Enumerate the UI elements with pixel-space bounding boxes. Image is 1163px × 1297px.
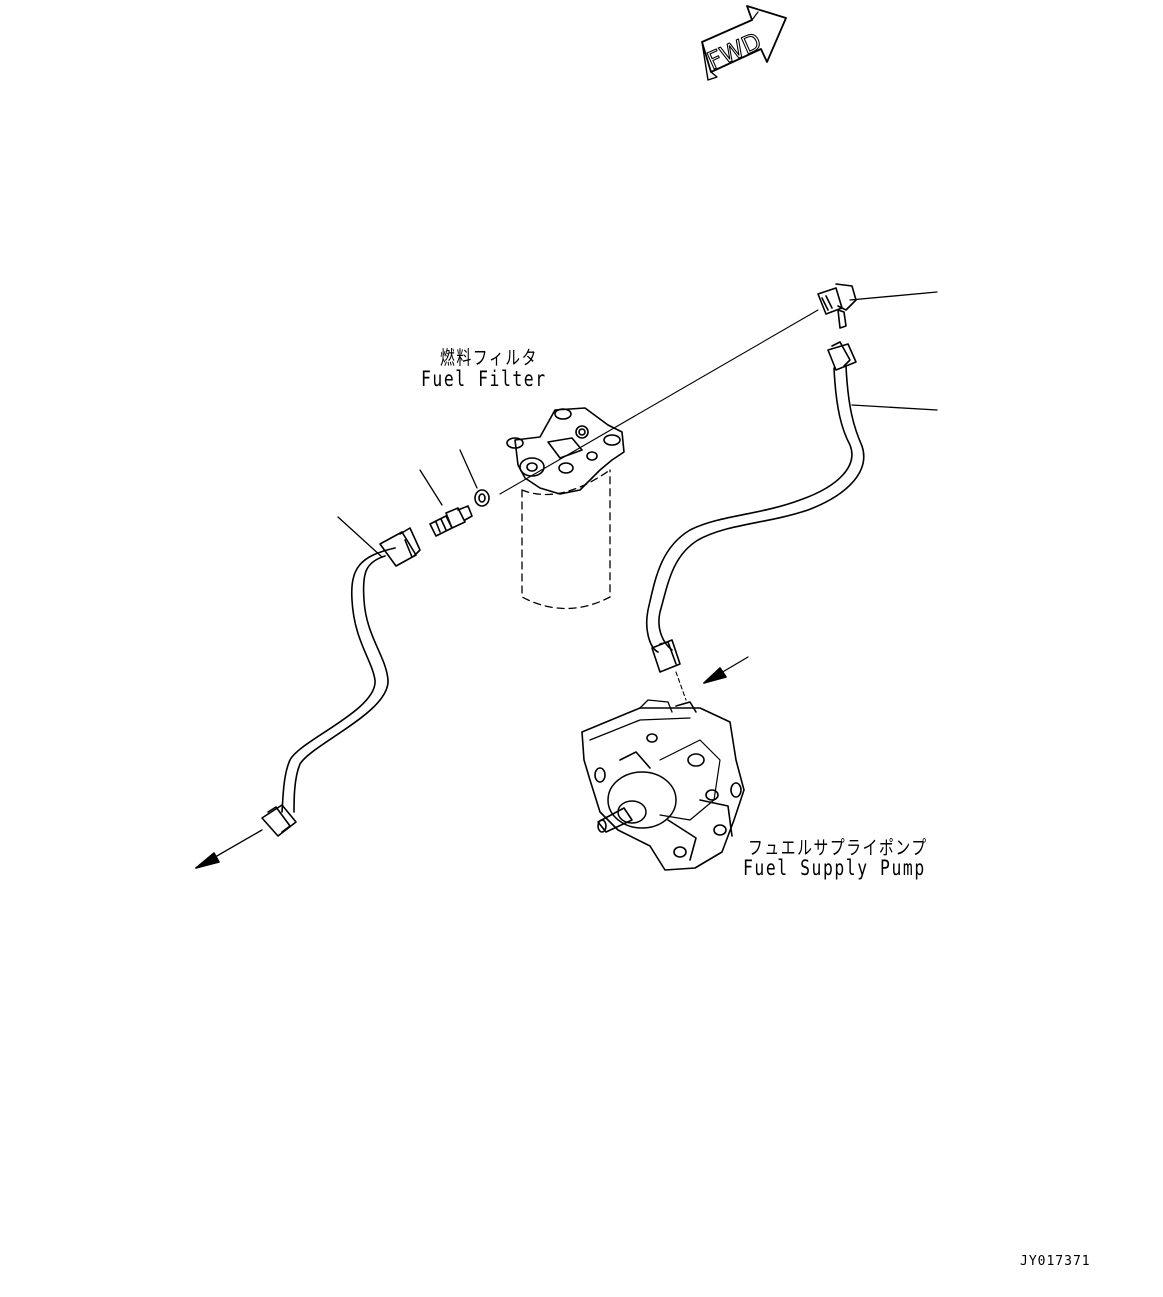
o-ring — [474, 489, 490, 507]
fwd-direction-arrow: FWD — [701, 5, 787, 81]
drawing-code: JY017371 — [1020, 1254, 1091, 1269]
fuel-filter — [506, 407, 625, 610]
supply-pump-label-jp: フュエルサプライポンプ — [748, 837, 928, 859]
leader-lines — [337, 291, 938, 558]
fuel-filter-label-jp: 燃料フィルタ — [440, 347, 538, 369]
supply-pump-label-en: Fuel Supply Pump — [743, 856, 926, 880]
elbow-fitting — [817, 283, 857, 329]
fwd-label: FWD — [703, 27, 766, 75]
right-fuel-hose — [645, 341, 865, 701]
fuel-filter-label-en: Fuel Filter — [421, 367, 547, 391]
fuel-supply-pump — [581, 699, 745, 871]
assembly-axis-line — [499, 309, 819, 495]
connector-fitting — [429, 505, 473, 537]
left-fuel-hose — [195, 527, 421, 869]
